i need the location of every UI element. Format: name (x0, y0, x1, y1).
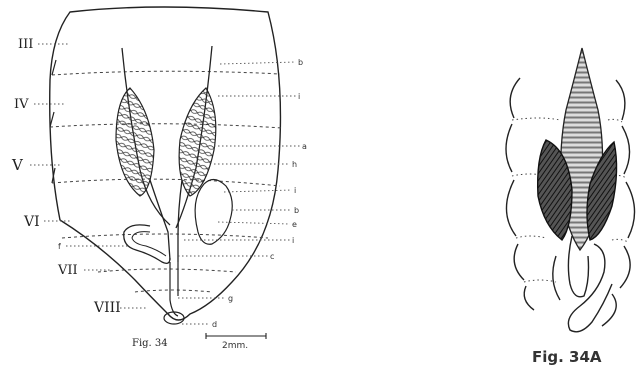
left-gland (116, 88, 154, 196)
part-labels: b i a h i b e i c f g d (58, 58, 307, 329)
label-a: a (302, 142, 307, 151)
terminal-bulb (164, 312, 184, 324)
label-b-top: b (298, 58, 303, 67)
abdomen-outline (50, 7, 281, 320)
left-segment-bulges (506, 78, 534, 310)
figure-caption-34: Fig. 34 (132, 338, 168, 349)
segment-labels: III IV V VI VII VIII (11, 37, 121, 316)
segment-label-iv: IV (14, 97, 29, 112)
segment-label-v: V (11, 156, 24, 174)
segment-label-vi: VI (23, 214, 40, 230)
label-h: h (292, 160, 297, 169)
segment-label-iii: III (18, 37, 33, 52)
segment-boundaries (50, 71, 282, 292)
figure-caption-34a: Fig. 34A (532, 348, 602, 366)
label-e: e (292, 220, 297, 229)
label-g: g (228, 294, 233, 303)
left-loop (124, 225, 170, 263)
label-i-1: i (298, 92, 300, 101)
label-c: c (270, 252, 274, 261)
label-b: b (294, 206, 299, 215)
scale-label: 2mm. (222, 341, 248, 351)
lower-loops (553, 236, 612, 332)
label-i-2: i (294, 186, 296, 195)
label-f: f (58, 242, 61, 251)
right-leaders (66, 62, 300, 324)
segment-label-vii: VII (57, 263, 78, 278)
label-d: d (212, 320, 217, 329)
abdomen-diagram: III IV V VI VII VIII (11, 7, 307, 351)
label-i-3: i (292, 236, 294, 245)
segment-label-viii: VIII (93, 300, 121, 316)
abdomen-diagram-34a: Fig. 34A (506, 48, 635, 366)
